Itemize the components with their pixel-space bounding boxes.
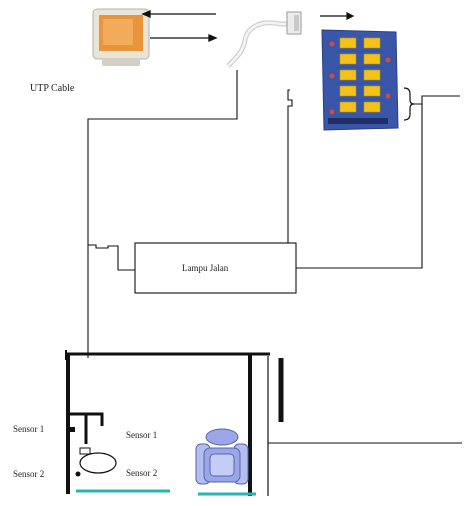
sensor-1-left-label: Sensor 1 xyxy=(13,424,45,434)
lamp-box xyxy=(134,242,297,294)
sensor-1-inner-label: Sensor 1 xyxy=(126,430,158,440)
lamp-box-label: Lampu Jalan xyxy=(182,263,229,273)
utp-cable-label: UTP Cable xyxy=(30,83,75,94)
floor-strips xyxy=(76,489,256,496)
room-walls xyxy=(65,350,284,496)
sensor-2-inner-label: Sensor 2 xyxy=(126,468,158,478)
toilet-icon xyxy=(79,447,117,474)
brace xyxy=(403,87,415,121)
wires xyxy=(87,70,462,444)
circuit-board-icon xyxy=(321,29,399,131)
data-arrows xyxy=(141,10,218,42)
monitor-icon xyxy=(92,8,150,66)
cable-connector-icon xyxy=(226,11,302,68)
chair-icon xyxy=(195,428,249,485)
sensor-2-dot xyxy=(75,471,81,477)
sensor-2-left-label: Sensor 2 xyxy=(13,469,45,479)
board-arrow xyxy=(320,12,355,20)
sensor-1-bracket xyxy=(68,412,104,444)
